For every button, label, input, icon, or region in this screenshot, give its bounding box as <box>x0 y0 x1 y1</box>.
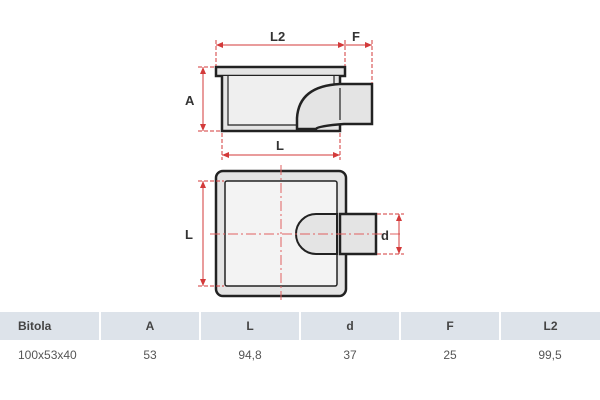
cell-bitola: 100x53x40 <box>18 348 77 362</box>
technical-drawing: L2 F A L <box>185 29 404 300</box>
header-bitola: Bitola <box>0 312 101 340</box>
cell-l2: 99,5 <box>538 348 562 362</box>
specification-table: Bitola A L d F L2 100x53x40 53 94,8 37 2… <box>0 312 600 370</box>
side-view-outlet-elbow <box>295 82 374 131</box>
cell-f: 25 <box>443 348 457 362</box>
header-f: F <box>400 312 501 340</box>
cell-l: 94,8 <box>238 348 262 362</box>
side-view: L2 F A L <box>185 29 374 160</box>
label-l-horizontal: L <box>276 138 284 153</box>
cell-a: 53 <box>143 348 157 362</box>
side-view-flange <box>214 65 347 78</box>
label-l-vertical: L <box>185 227 193 242</box>
table-header-row: Bitola A L d F L2 <box>0 312 600 340</box>
label-l2: L2 <box>270 29 285 44</box>
table-row: 100x53x40 53 94,8 37 25 99,5 <box>0 340 600 370</box>
cell-d: 37 <box>343 348 357 362</box>
header-l: L <box>200 312 301 340</box>
header-d: d <box>300 312 401 340</box>
top-view: L d <box>185 165 404 300</box>
label-d: d <box>381 228 389 243</box>
label-f: F <box>352 29 360 44</box>
header-l2: L2 <box>500 312 600 340</box>
header-a: A <box>100 312 201 340</box>
label-a: A <box>185 93 195 108</box>
top-view-outlet-hole <box>295 213 338 255</box>
